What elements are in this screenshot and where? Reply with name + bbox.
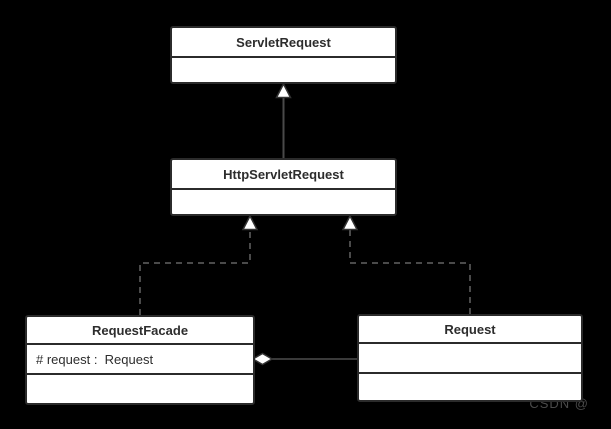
class-title-row: RequestFacade [27, 317, 253, 343]
generalization-connector [275, 82, 292, 158]
hollow-triangle-arrow-icon [275, 82, 292, 99]
class-attribute: # request : Request [36, 351, 154, 367]
class-methods-row [27, 373, 253, 403]
realization-connector-right [341, 214, 471, 314]
class-box-request: Request [357, 314, 583, 402]
class-attributes-row [359, 342, 581, 372]
class-members-row [172, 56, 395, 82]
hollow-diamond-icon [251, 352, 274, 366]
class-methods-row [359, 372, 581, 400]
class-title-row: Request [359, 316, 581, 342]
aggregation-connector [251, 352, 357, 366]
hollow-triangle-arrow-icon [241, 214, 259, 231]
hollow-triangle-arrow-icon [341, 214, 359, 231]
class-title-row: ServletRequest [172, 28, 395, 56]
class-title-row: HttpServletRequest [172, 160, 395, 188]
class-box-servletrequest: ServletRequest [170, 26, 397, 84]
class-box-requestfacade: RequestFacade # request : Request [25, 315, 255, 405]
class-name: ServletRequest [236, 34, 331, 50]
class-name: HttpServletRequest [223, 166, 344, 182]
class-members-row [172, 188, 395, 214]
class-name: RequestFacade [91, 322, 189, 338]
class-name: Request [444, 321, 496, 337]
realization-connector-left [139, 214, 259, 315]
class-box-httpservletrequest: HttpServletRequest [170, 158, 397, 216]
class-attributes-row: # request : Request [27, 343, 253, 373]
